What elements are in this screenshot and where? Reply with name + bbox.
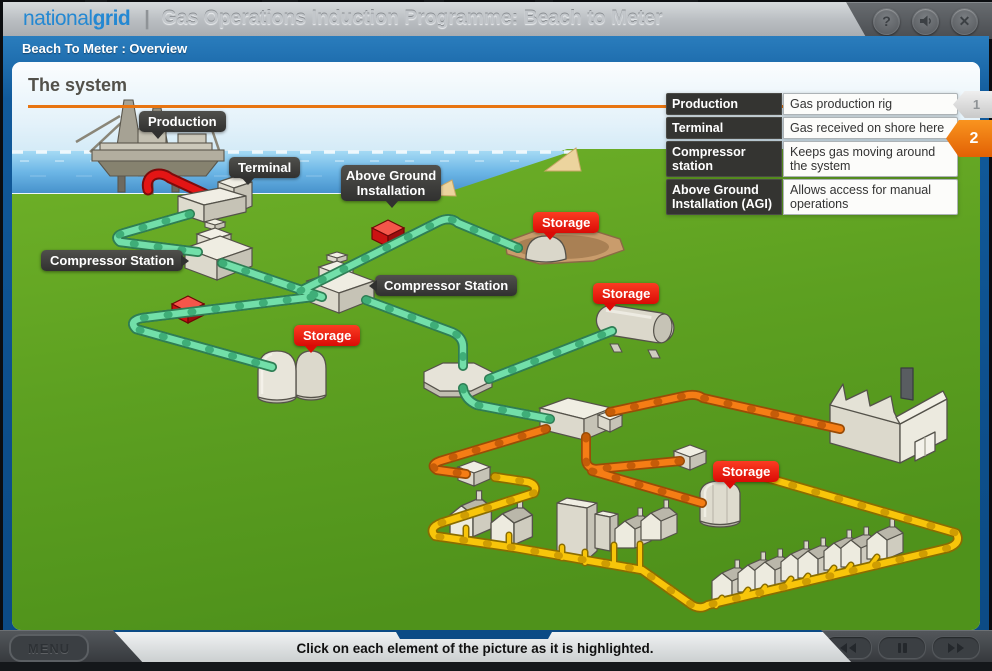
pause-icon: [903, 642, 907, 653]
legend-row: Above Ground Installation (AGI) Allows a…: [666, 179, 958, 215]
audio-button[interactable]: [912, 7, 939, 35]
storage-domes[interactable]: [257, 350, 327, 404]
beach: [543, 147, 582, 172]
legend-table: Production Gas production rig Terminal G…: [666, 93, 958, 215]
factory[interactable]: [829, 367, 948, 464]
menu-button[interactable]: MENU: [9, 634, 89, 662]
legend-row: Terminal Gas received on shore here: [666, 117, 958, 139]
label-compressor-station-2[interactable]: Compressor Station: [368, 275, 518, 296]
label-storage-domes[interactable]: Storage: [294, 325, 361, 353]
pause-icon: [897, 642, 901, 653]
close-button[interactable]: ✕: [951, 7, 978, 35]
breadcrumb: Beach To Meter : Overview: [22, 41, 188, 56]
title-bar: nationalgrid | Gas Operations Induction …: [3, 2, 989, 38]
content-panel: .gO{stroke:#1e6b46;stroke-width:10;} .pO…: [12, 62, 980, 630]
logo-grid: grid: [92, 7, 131, 30]
label-storage-holder[interactable]: Storage: [713, 461, 780, 489]
label-storage-tank[interactable]: Storage: [593, 283, 660, 311]
label-agi[interactable]: Above Ground Installation: [341, 165, 441, 208]
legend-term: Terminal: [666, 117, 782, 139]
logo-national: national: [23, 7, 93, 30]
audio-icon: [919, 15, 931, 27]
fast-forward-button[interactable]: [932, 636, 980, 659]
legend-desc: Allows access for manual operations: [783, 179, 958, 215]
legend-row: Production Gas production rig: [666, 93, 958, 115]
legend-desc: Keeps gas moving around the system: [783, 141, 958, 177]
window-controls-panel: ? ✕: [846, 2, 992, 39]
legend-term: Above Ground Installation (AGI): [666, 179, 782, 215]
label-production[interactable]: Production: [139, 111, 226, 139]
bottom-strip: [0, 662, 992, 671]
pause-button[interactable]: [878, 636, 926, 659]
help-icon: ?: [882, 13, 891, 29]
app-title: Gas Operations Induction Programme: Beac…: [161, 8, 663, 29]
label-terminal[interactable]: Terminal: [229, 157, 301, 185]
fast-forward-icon: [948, 642, 955, 653]
pit-dome: [525, 235, 567, 263]
close-icon: ✕: [958, 12, 971, 29]
label-compressor-station-1[interactable]: Compressor Station: [41, 250, 190, 271]
legend-desc: Gas production rig: [783, 93, 958, 115]
title-rule: [28, 105, 963, 108]
rewind-icon: [840, 642, 847, 653]
legend-row: Compressor station Keeps gas moving arou…: [666, 141, 958, 177]
page-title: The system: [28, 75, 128, 95]
nationalgrid-logo: nationalgrid: [23, 7, 131, 31]
legend-term: Compressor station: [666, 141, 782, 177]
rewind-icon: [849, 642, 856, 653]
legend-desc: Gas received on shore here: [783, 117, 958, 139]
instruction-text: Click on each element of the picture as …: [296, 640, 654, 656]
label-storage-pit[interactable]: Storage: [533, 212, 600, 240]
help-button[interactable]: ?: [873, 7, 900, 35]
title-separator: |: [144, 7, 150, 30]
manifold: [423, 362, 493, 398]
legend-term: Production: [666, 93, 782, 115]
fast-forward-icon: [957, 642, 964, 653]
